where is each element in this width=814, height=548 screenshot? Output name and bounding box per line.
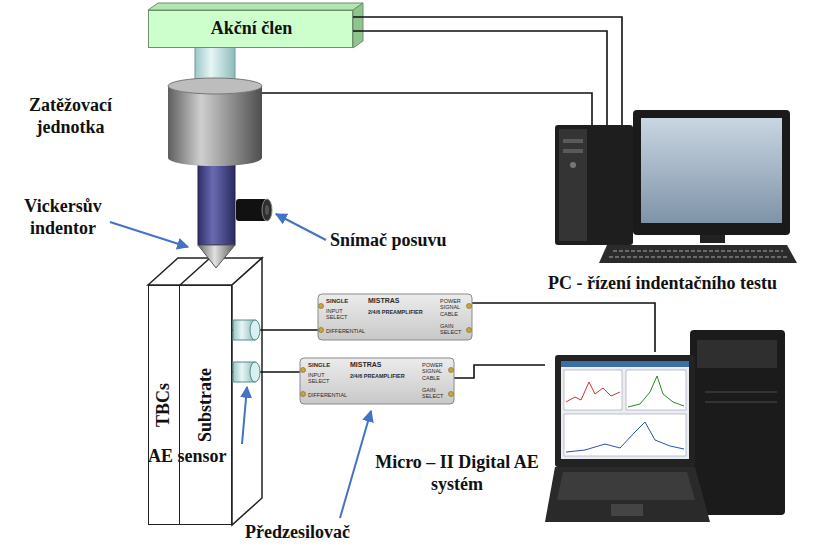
screen-plot [566,422,684,452]
connector-jack [301,392,306,397]
cylinder-shape [168,78,262,166]
preamplifier-body [318,294,472,340]
laptop-base [545,467,710,522]
connector-jack [467,328,472,333]
part-label: AE sensor [148,446,227,468]
connector-jack [449,392,454,397]
device-marking: POWER SIGNAL CABLE [422,362,452,381]
screen-panel [564,370,622,410]
ae-sensor-face [250,362,260,382]
keyboard [599,245,797,263]
laptop-lid [555,355,695,467]
layer-label: Substrate [195,368,217,442]
leader-arrow [110,222,188,247]
device-marking: SINGLE [326,298,348,305]
ae-chassis-vent [705,391,777,393]
cable-connector [472,303,655,352]
connector-jack [467,304,472,309]
screen-plot [628,376,684,407]
part-label: Micro – II Digital AE systém [373,452,541,495]
connector-jack [319,328,324,333]
preamplifier: SINGLE MISTRAS 2/4/6 PREAMPLIFIER INPUT SEL… [300,358,454,404]
monitor-frame [633,110,790,235]
pc-power-button [570,162,576,168]
monitor-screen [641,118,782,223]
laptop-keyboard [557,472,695,500]
screen-header [561,361,689,367]
ae-system-picture [545,352,790,530]
cylinder-top [168,78,262,94]
device-marking: SINGLE [308,362,330,369]
ae-chassis-vent [705,401,777,403]
cable-connector [353,31,607,125]
coating-layer: TBCs [148,285,180,525]
substrate-layer: Substrate [179,285,232,525]
part-label: Snímač posuvu [330,230,447,252]
actuator-side-face [353,3,363,48]
pc-drive-slot [563,149,583,153]
screen-panel [564,414,686,456]
pc-tower-front [559,129,587,241]
cable-connector [353,17,622,125]
layer-label: TBCs [153,383,175,427]
leader-arrow [340,411,371,518]
indentor-shaft [198,163,235,245]
device-marking: 2/4/6 PREAMPLIFIER [368,309,423,315]
part-label: Vickersův indentor [3,196,123,239]
part-label: Předzesilovač [245,522,350,544]
pc-drive-slot [563,139,583,143]
displacement-sensor-face [262,199,272,221]
device-marking: MISTRAS [350,361,382,369]
leader-arrow [276,214,326,240]
device-marking: MISTRAS [368,297,400,305]
specimen-side-face [232,258,262,525]
coating-edge [180,258,210,285]
cable-connector [454,365,545,378]
part-label: Zatěžovací jednotka [3,95,138,138]
indentor-tip [198,245,235,268]
actuator-box: Akční člen [148,10,353,48]
device-marking: POWER SIGNAL CABLE [440,298,470,317]
actuator-top-face [148,3,363,10]
laptop-touchpad [611,504,643,516]
preamplifier: SINGLE MISTRAS 2/4/6 PREAMPLIFIER INPUT SEL… [318,294,472,340]
keyboard-keys [613,250,783,252]
device-marking: GAIN SELECT [440,323,470,336]
keyboard-keys [609,256,789,258]
device-marking: DIFFERENTIAL [308,392,347,398]
cylinder-body [168,86,262,158]
pc-tower [555,125,633,245]
displacement-sensor-lens [265,205,269,215]
device-marking: 2/4/6 PREAMPLIFIER [350,373,405,379]
box-title: Akční člen [211,18,293,40]
device-marking: DIFFERENTIAL [326,328,365,334]
device-marking: INPUT SELECT [326,308,358,321]
control-pc: PC - řízení indentačního testu [515,105,810,300]
computer-picture [515,105,810,300]
ae-chassis-panel [697,340,777,368]
screen-plot [566,382,620,402]
ae-sensor-face [250,320,260,340]
preamplifier-body [300,358,454,404]
cable-connector [262,93,592,125]
monitor-stand [700,235,725,243]
device-marking: GAIN SELECT [422,387,452,400]
connector-jack [301,368,306,373]
laptop-screen [561,361,689,459]
ae-system: Micro – II Digital AE systém [545,352,790,530]
leader-arrow [242,387,247,444]
ae-chassis [690,330,785,515]
connector-jack [449,368,454,373]
connector-jack [319,304,324,309]
part-label: PC - řízení indentačního testu [548,273,777,295]
device-marking: INPUT SELECT [308,372,340,385]
screen-panel [626,370,686,410]
loading-unit: Zatěžovací jednotka [168,78,262,166]
